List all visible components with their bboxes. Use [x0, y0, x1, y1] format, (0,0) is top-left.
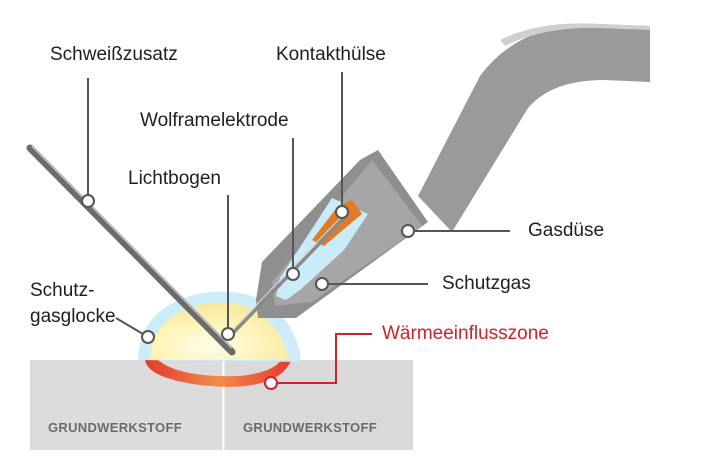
label-shielding-gas: Schutzgas [442, 273, 531, 294]
filler-rod-highlight [31, 145, 233, 349]
dot-filler [81, 194, 95, 208]
label-filler: Schweißzusatz [50, 44, 178, 65]
base-plate-right [224, 360, 413, 450]
dot-gas-bell [141, 330, 155, 344]
leader-haz [272, 333, 372, 384]
torch-hose-highlight [500, 23, 650, 46]
label-arc: Lichtbogen [128, 168, 221, 189]
weld-pool-arc-glow [150, 302, 290, 360]
dot-tungsten [286, 267, 300, 281]
dot-arc [221, 327, 235, 341]
marker-dots [81, 194, 415, 390]
dot-contact-tube [335, 205, 349, 219]
dot-haz [264, 376, 278, 390]
heat-affected-zone [145, 358, 292, 387]
label-gas-bell-line2: gasglocke [30, 306, 116, 327]
base-plate-left [30, 360, 223, 450]
label-haz: Wärmeeinflusszone [382, 323, 549, 344]
torch-hose [418, 23, 650, 232]
label-contact-tube: Kontakthülse [276, 44, 386, 65]
label-tungsten: Wolframelektrode [140, 110, 289, 131]
label-base-left: GRUNDWERKSTOFF [48, 420, 182, 435]
label-base-right: GRUNDWERKSTOFF [243, 420, 377, 435]
filler-rod [26, 144, 236, 356]
label-gas-nozzle: Gasdüse [528, 220, 605, 241]
dot-gas-nozzle [401, 224, 415, 238]
dot-shielding-gas [315, 277, 329, 291]
label-gas-bell-line1: Schutz- [30, 280, 95, 301]
leader-lines [87, 72, 510, 384]
